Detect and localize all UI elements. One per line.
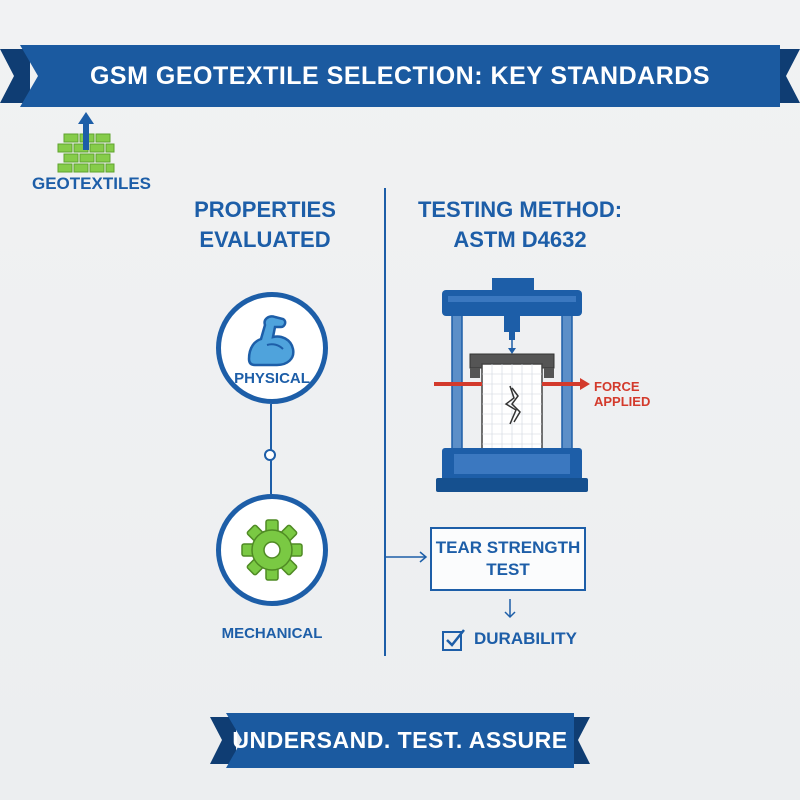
flexed-arm-icon	[247, 315, 295, 367]
title-banner: GSM GEOTEXTILE SELECTION: KEY STANDARDS	[0, 45, 800, 107]
tear-strength-line2: TEST	[486, 560, 530, 579]
tagline-banner: UNDERSAND. TEST. ASSURE	[210, 713, 590, 768]
tear-strength-line1: TEAR STRENGTH	[435, 538, 581, 557]
testing-machine-icon	[434, 278, 590, 492]
testing-method-line2: ASTM D4632	[453, 227, 587, 252]
durability-label: DURABILITY	[474, 629, 577, 648]
physical-label: PHYSICAL	[234, 370, 310, 387]
properties-heading-line1: PROPERTIES	[194, 197, 336, 222]
column-divider	[384, 188, 386, 656]
tagline: UNDERSAND. TEST. ASSURE	[232, 727, 568, 753]
gear-icon	[241, 519, 303, 581]
testing-method-line1: TESTING METHOD:	[417, 197, 623, 222]
arrow-right-icon	[386, 551, 428, 563]
checkbox-icon	[442, 629, 465, 651]
page-title: GSM GEOTEXTILE SELECTION: KEY STANDARDS	[89, 61, 710, 90]
brick-wall-arrow-up-icon	[57, 112, 115, 173]
tagline-ribbon-shape	[210, 713, 590, 768]
arrow-down-icon	[504, 599, 516, 619]
testing-method-heading: TESTING METHOD: ASTM D4632	[405, 195, 635, 255]
force-line2: APPLIED	[594, 394, 651, 409]
physical-circle	[216, 292, 328, 404]
mechanical-label: MECHANICAL	[221, 625, 323, 642]
properties-heading-line2: EVALUATED	[199, 227, 331, 252]
logo-label: GEOTEXTILES	[32, 174, 152, 193]
force-line1: FORCE	[594, 379, 640, 394]
mechanical-circle	[216, 494, 328, 606]
force-applied-label: FORCE APPLIED	[594, 379, 664, 409]
tear-strength-box: TEAR STRENGTH TEST	[430, 527, 586, 591]
banner-ribbon-shape	[0, 45, 800, 107]
properties-heading: PROPERTIES EVALUATED	[170, 195, 360, 255]
connector-node	[264, 449, 276, 461]
